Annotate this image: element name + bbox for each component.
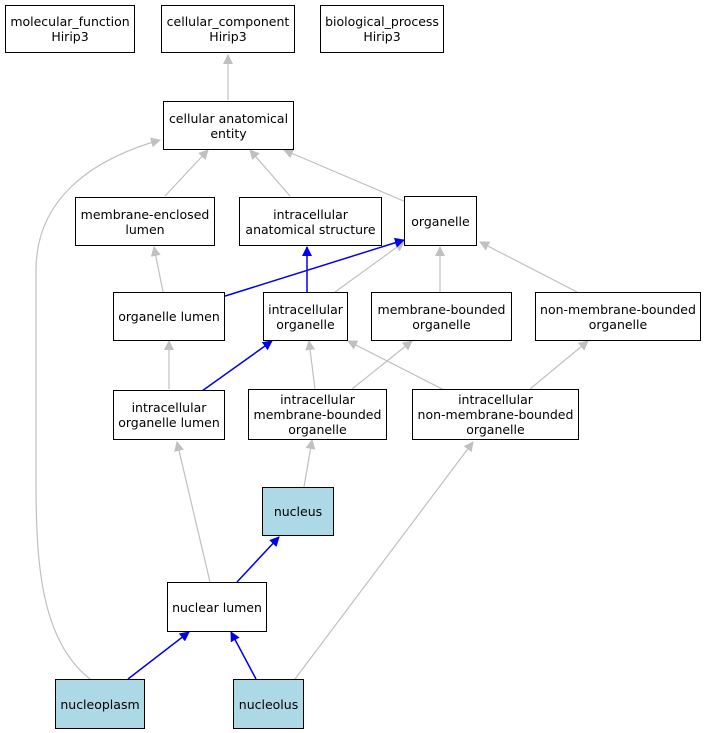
node-biological-process[interactable]: biological_process Hirip3 — [320, 5, 444, 53]
edge-membrane-enclosed-lumen-to-cae — [164, 149, 209, 197]
node-molecular-function[interactable]: molecular_function Hirip3 — [5, 5, 135, 53]
edge-organelle-to-cae — [283, 148, 407, 203]
edge-intracellular-structure-to-cae — [249, 149, 291, 197]
node-membrane-enclosed-lumen[interactable]: membrane-enclosed lumen — [75, 197, 215, 246]
node-intracellular-membrane-bounded-organelle[interactable]: intracellular membrane-bounded organelle — [248, 389, 387, 440]
node-membrane-bounded-organelle[interactable]: membrane-bounded organelle — [371, 292, 512, 341]
edge-non-membrane-bounded-organelle-to-organelle — [479, 241, 578, 293]
edge-intracellular-mbo-to-intracellular-organelle — [305, 340, 316, 390]
node-non-membrane-bounded-organelle[interactable]: non-membrane-bounded organelle — [535, 292, 701, 341]
node-nucleus[interactable]: nucleus — [262, 487, 334, 536]
node-nuclear-lumen[interactable]: nuclear lumen — [167, 582, 267, 632]
edge-nucleolus-to-intracellular-nmbo — [294, 441, 474, 680]
edge-organelle-lumen-to-membrane-enclosed-lumen — [150, 246, 164, 293]
node-cellular-component[interactable]: cellular_component Hirip3 — [161, 5, 295, 53]
edge-nuclear-lumen-to-nucleus-partof — [236, 536, 280, 583]
edge-intracellular-organelle-lumen-to-intracellular-organelle-partof — [201, 340, 273, 392]
edge-nucleus-to-intracellular-mbo — [303, 439, 316, 488]
node-nucleoplasm[interactable]: nucleoplasm — [55, 679, 145, 729]
edge-organelle-lumen-to-organelle-partof — [221, 237, 405, 298]
edge-nucleoplasm-to-nuclear-lumen-partof — [127, 631, 190, 680]
node-cellular-anatomical-entity[interactable]: cellular anatomical entity — [163, 101, 294, 150]
edge-intracellular-organelle-to-organelle — [334, 241, 405, 293]
node-organelle-lumen[interactable]: organelle lumen — [113, 292, 225, 341]
edge-nucleolus-to-nuclear-lumen-partof — [230, 631, 257, 680]
node-intracellular-organelle-lumen[interactable]: intracellular organelle lumen — [113, 390, 225, 440]
node-intracellular-anatomical-structure[interactable]: intracellular anatomical structure — [239, 197, 382, 246]
edge-nucleoplasm-to-cae — [35, 137, 161, 680]
node-organelle[interactable]: organelle — [404, 196, 477, 246]
edge-nuclear-lumen-to-intracellular-organelle-lumen — [174, 441, 211, 583]
node-intracellular-non-membrane-bounded-organelle[interactable]: intracellular non-membrane-bounded organ… — [412, 389, 579, 440]
node-intracellular-organelle[interactable]: intracellular organelle — [263, 292, 348, 341]
edge-intracellular-nmbo-to-intracellular-organelle — [347, 340, 453, 395]
edge-intracellular-mbo-to-membrane-bounded-organelle — [351, 340, 413, 390]
node-nucleolus[interactable]: nucleolus — [233, 679, 304, 729]
edge-intracellular-nmbo-to-non-membrane-bounded-organelle — [529, 340, 589, 390]
